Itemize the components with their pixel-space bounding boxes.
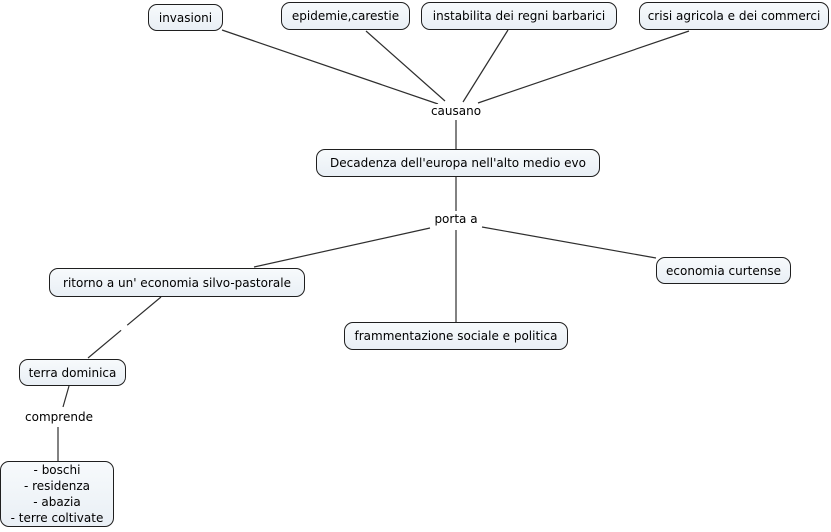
node-crisi-agricola-commerci[interactable]: crisi agricola e dei commerci (639, 2, 829, 30)
edge-crisi-to-causano[interactable] (477, 30, 690, 104)
node-ritorno-economia-silvo-pastorale-label: ritorno a un' economia silvo-pastorale (63, 275, 291, 290)
node-terra-dominica-composizione[interactable]: - boschi - residenza - abazia - terre co… (0, 461, 114, 527)
link-label-causano[interactable]: causano (428, 104, 484, 118)
node-decadenza-europa[interactable]: Decadenza dell'europa nell'alto medio ev… (316, 149, 600, 177)
node-invasioni-label: invasioni (158, 10, 213, 25)
edge-porta-a-to-ritorno[interactable] (253, 227, 431, 268)
edge-terra-dominica-to-comprende[interactable] (62, 385, 70, 408)
node-economia-curtense[interactable]: economia curtense (656, 257, 791, 284)
composizione-line-boschi: - boschi (33, 463, 81, 477)
node-terra-dominica-label: terra dominica (28, 365, 117, 380)
node-decadenza-europa-label: Decadenza dell'europa nell'alto medio ev… (330, 156, 586, 170)
node-epidemie-carestie-label: epidemie,carestie (291, 9, 400, 23)
edge-epidemie-to-causano[interactable] (365, 30, 446, 102)
node-invasioni[interactable]: invasioni (148, 4, 223, 31)
node-frammentazione-sociale-politica[interactable]: frammentazione sociale e politica (344, 322, 568, 350)
node-frammentazione-sociale-politica-label: frammentazione sociale e politica (354, 329, 558, 343)
node-terra-dominica[interactable]: terra dominica (19, 359, 126, 386)
composizione-line-abazia: - abazia (33, 495, 81, 509)
link-label-porta-a[interactable]: porta a (432, 212, 480, 226)
link-label-comprende[interactable]: comprende (23, 410, 95, 424)
edge-instabilita-to-causano[interactable] (462, 29, 509, 103)
node-instabilita-regni-barbarici[interactable]: instabilita dei regni barbarici (421, 2, 617, 30)
composizione-line-residenza: - residenza (23, 479, 91, 493)
edge-invasioni-to-causano[interactable] (221, 29, 439, 105)
node-instabilita-regni-barbarici-label: instabilita dei regni barbarici (432, 9, 606, 23)
node-economia-curtense-label: economia curtense (666, 263, 781, 278)
node-crisi-agricola-commerci-label: crisi agricola e dei commerci (647, 9, 821, 23)
edge-ritorno-to-terra-dominica[interactable] (87, 296, 162, 359)
node-ritorno-economia-silvo-pastorale[interactable]: ritorno a un' economia silvo-pastorale (49, 268, 305, 297)
composizione-line-terre-coltivate: - terre coltivate (10, 511, 104, 525)
node-epidemie-carestie[interactable]: epidemie,carestie (281, 2, 410, 30)
edge-porta-a-to-economia[interactable] (481, 226, 657, 259)
